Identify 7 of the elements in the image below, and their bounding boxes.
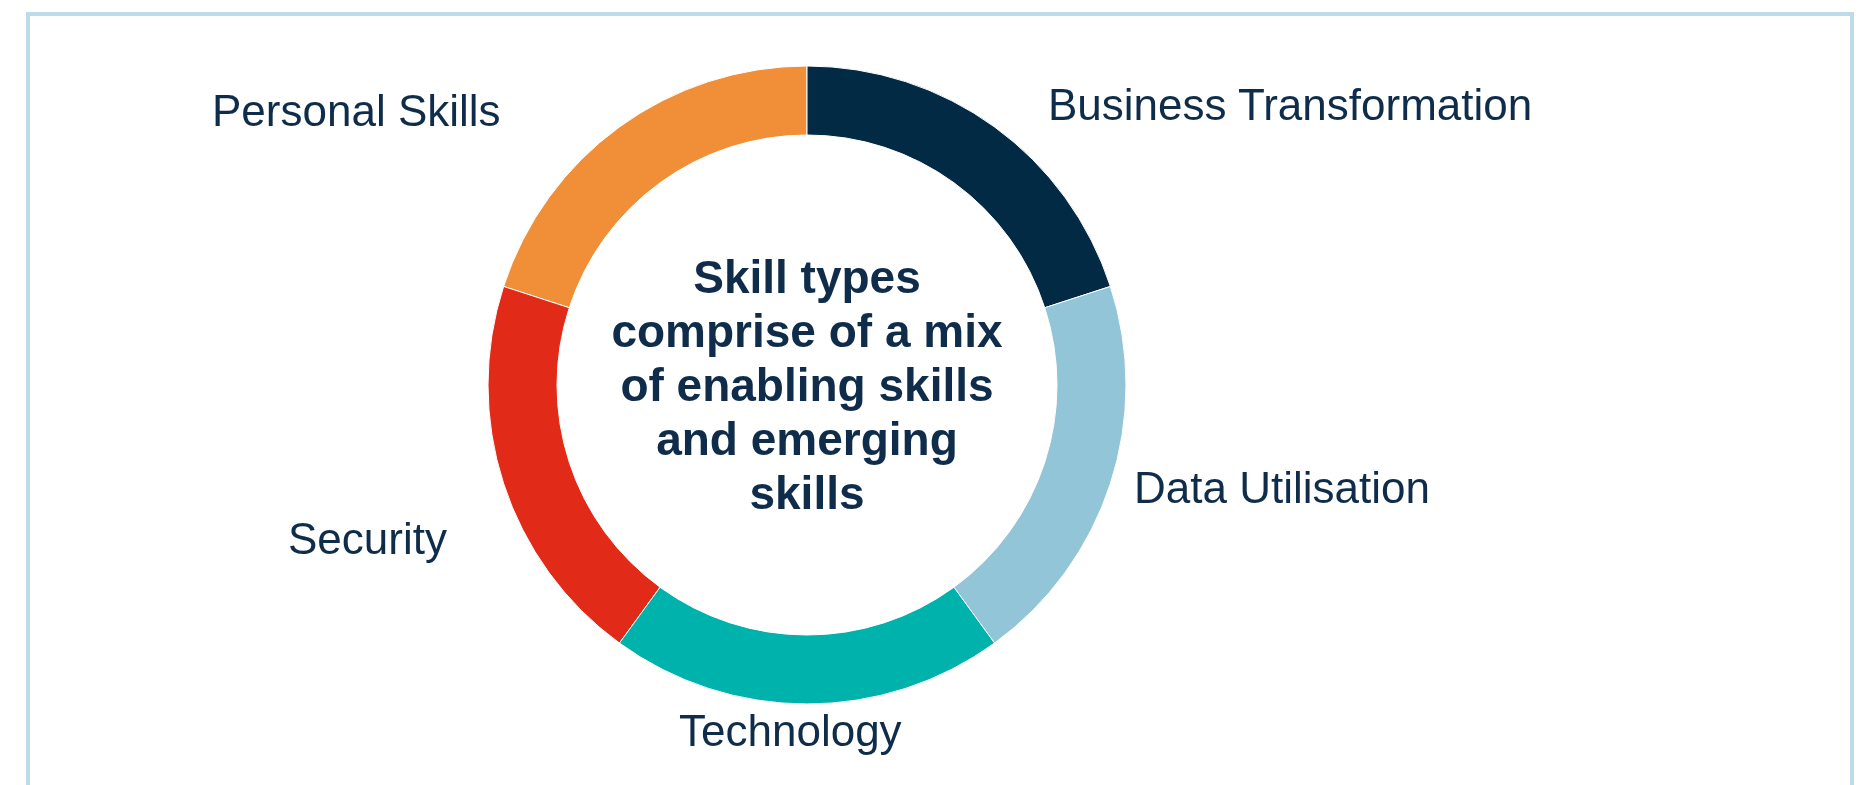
segment-label: Security <box>288 514 447 564</box>
segment-label: Data Utilisation <box>1134 463 1430 513</box>
segment-label: Business Transformation <box>1048 80 1533 130</box>
center-text: Skill types comprise of a mix of enabling skills and emerging skills <box>610 250 1004 520</box>
ring-segment <box>619 586 995 705</box>
segment-label: Technology <box>679 706 902 756</box>
segment-label: Personal Skills <box>212 86 501 136</box>
